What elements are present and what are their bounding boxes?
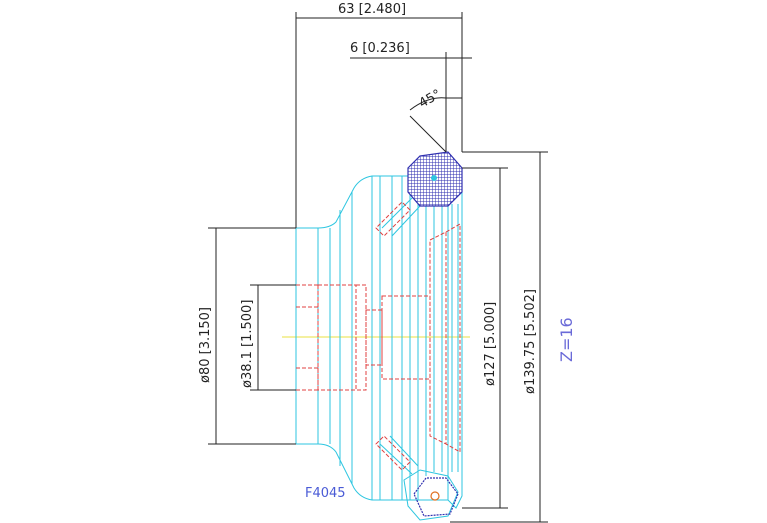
- chamfer-width-label: 6 [0.236]: [350, 41, 410, 56]
- bore-diameter-label: ø38.1 [1.500]: [240, 300, 255, 388]
- chamfer-angle-label: 45°: [417, 87, 444, 112]
- cutter-body-outline: [295, 167, 463, 521]
- hidden-lines: [296, 201, 461, 471]
- part-number-label: F4045: [305, 486, 346, 501]
- teeth-count-label: Z=16: [557, 317, 576, 362]
- cutting-diameter-label: ø139.75 [5.502]: [523, 289, 538, 394]
- shank-diameter-label: ø80 [3.150]: [198, 307, 213, 383]
- body-diameter-label: ø127 [5.000]: [483, 302, 498, 386]
- insert-top: [407, 151, 463, 207]
- dimension-lines: [208, 12, 548, 523]
- length-overall-label: 63 [2.480]: [338, 2, 406, 17]
- insert-bottom: [413, 477, 459, 517]
